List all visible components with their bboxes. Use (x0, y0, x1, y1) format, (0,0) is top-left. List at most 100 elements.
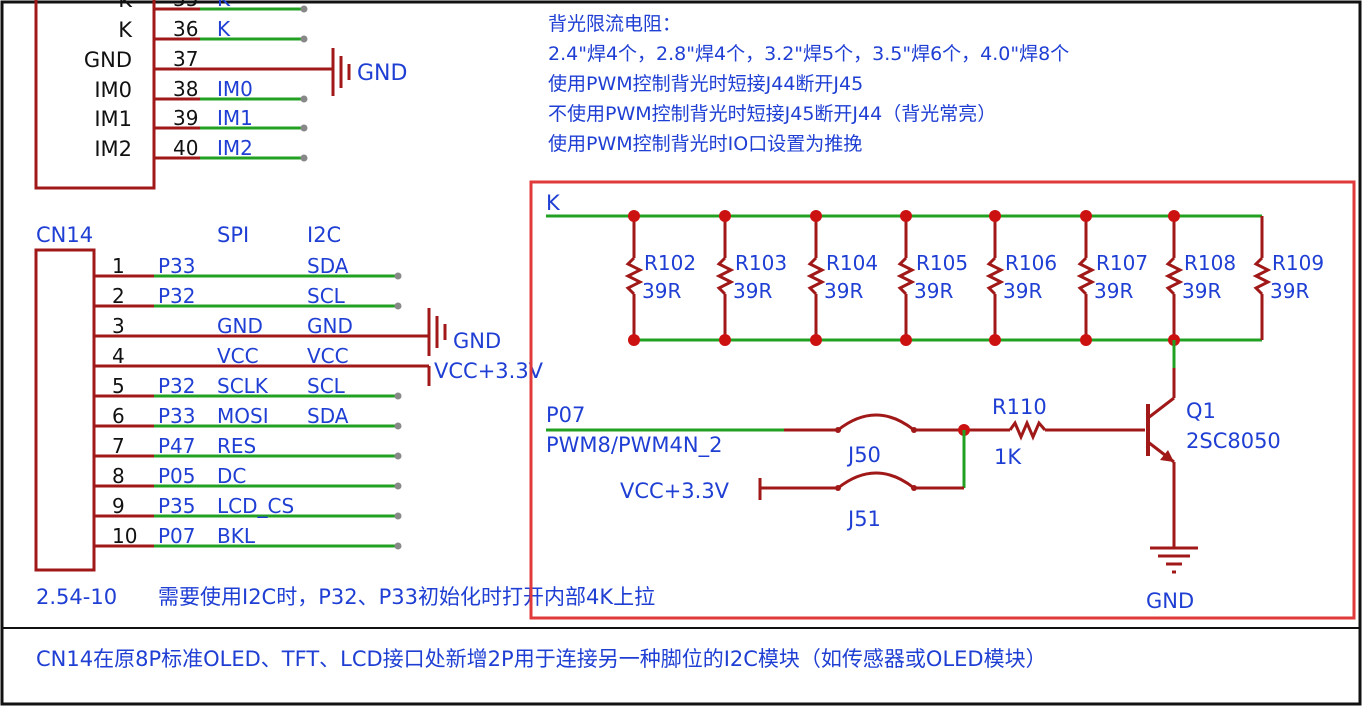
resistor-ref: R104 (826, 251, 878, 275)
cn14-part: 2.54-10 (36, 585, 117, 609)
cn14-pin-number: 3 (112, 314, 125, 338)
junction-dot (989, 334, 1001, 346)
cn14-pin-number: 10 (112, 524, 137, 548)
junction-dot (628, 334, 640, 346)
cn14-pin-spi: RES (217, 434, 256, 458)
top-pin-label: K (118, 18, 133, 42)
junction-dot (900, 210, 912, 222)
net-endpoint (394, 452, 402, 460)
net-endpoint (394, 422, 402, 430)
top-pin-number: 36 (173, 17, 198, 41)
cn14-pin-number: 9 (112, 494, 125, 518)
net-endpoint (394, 392, 402, 400)
cn14-pin-number: 2 (112, 284, 125, 308)
cn14-pin-spi: SCLK (217, 374, 269, 398)
net-endpoint (300, 154, 308, 162)
resistor-icon (1076, 256, 1096, 296)
highlight-box (529, 180, 1356, 620)
top-pin-label: IM1 (94, 107, 132, 131)
resistor-value: 39R (824, 279, 863, 303)
cn14-pin-port: P07 (158, 524, 196, 548)
cn14-col-i2c: I2C (307, 223, 341, 247)
resistor-ref: R103 (735, 251, 787, 275)
resistor-ref: R102 (644, 251, 696, 275)
resistor-icon (1164, 256, 1184, 296)
resistor-icon (985, 256, 1005, 296)
junction-dot (719, 334, 731, 346)
cn14-pin-number: 5 (112, 374, 125, 398)
top-pin-label: IM0 (94, 78, 132, 102)
cn14-col-spi: SPI (217, 223, 249, 247)
top-pin-number: 37 (173, 47, 198, 71)
resistor-r110-icon (1008, 419, 1047, 441)
resistor-value: 39R (733, 279, 772, 303)
net-endpoint (300, 5, 308, 13)
top-pin-net: IM1 (217, 106, 253, 130)
cn14-pin-spi: MOSI (217, 404, 269, 428)
resistor-value: 39R (1270, 279, 1309, 303)
net-endpoint (300, 95, 308, 103)
cn14-pin-i2c: VCC (307, 344, 349, 368)
jumper-j51-icon (835, 471, 917, 491)
resistor-value: 39R (1094, 279, 1133, 303)
cn14-pin-port: P35 (158, 494, 196, 518)
cn14-body (34, 248, 96, 572)
junction-dot (719, 210, 731, 222)
net-endpoint (394, 482, 402, 490)
cn14-pin-number: 1 (112, 254, 125, 278)
cn14-pull-note: 需要使用I2C时，P32、P33初始化时打开内部4K上拉 (158, 585, 655, 609)
resistor-value: 39R (1003, 279, 1042, 303)
resistor-ref: R105 (916, 251, 968, 275)
resistor-ref: R106 (1005, 251, 1057, 275)
resistor-ref: R108 (1184, 251, 1236, 275)
top-pin-number: 35 (173, 0, 198, 11)
resistor-ref: R109 (1272, 251, 1324, 275)
net-pwm-label: PWM8/PWM4N_2 (546, 433, 722, 458)
cn14-pin-spi: GND (217, 314, 263, 338)
notes-line: 不使用PWM控制背光时短接J45断开J44（背光常亮） (548, 103, 996, 125)
top-pin-net: K (217, 17, 231, 41)
resistor-icon (806, 256, 826, 296)
top-pin-label: IM2 (94, 137, 132, 161)
notes-line: 使用PWM控制背光时短接J44断开J45 (548, 73, 863, 95)
junction-dot (810, 334, 822, 346)
j51-label: J51 (846, 507, 881, 531)
cn14-pin-port: P47 (158, 434, 196, 458)
cn14-pin-spi: VCC (217, 344, 259, 368)
notes-block: 背光限流电阻： 2.4"焊4个，2.8"焊4个，3.2"焊5个，3.5"焊6个，… (548, 13, 1069, 155)
cn14-gnd-label: GND (453, 329, 501, 353)
cn14-pin-spi: DC (217, 464, 246, 488)
resistor-value: 39R (1182, 279, 1221, 303)
top-pin-number: 38 (173, 77, 198, 101)
cn14-pin-number: 8 (112, 464, 125, 488)
resistor-icon (1252, 256, 1272, 296)
cn14-pin-spi: BKL (217, 524, 256, 548)
top-pin-net: IM2 (217, 136, 253, 160)
ground-icon (331, 48, 351, 96)
junction-dot (810, 210, 822, 222)
junction-dot (989, 210, 1001, 222)
cn14-pin-port: P32 (158, 374, 196, 398)
resistor-value: 39R (642, 279, 681, 303)
transistor-q1-icon (1146, 390, 1176, 548)
ground-icon (427, 308, 447, 356)
top-pin-net: K (217, 0, 231, 11)
net-endpoint (300, 35, 308, 43)
resistor-icon (624, 256, 644, 296)
connector-top: KKGNDIM0IM1IM235K36K3738IM039IM140IM2 GN… (34, 0, 407, 190)
j50-label: J50 (846, 443, 881, 467)
footer-note: CN14在原8P标准OLED、TFT、LCD接口处新增2P用于连接另一种脚位的I… (36, 647, 1047, 671)
junction-dot (1080, 334, 1092, 346)
top-pin-label: K (118, 0, 133, 12)
net-endpoint (394, 302, 402, 310)
r110-ref: R110 (992, 395, 1047, 419)
cn14-pin-i2c: SDA (307, 254, 349, 278)
junction-dot (900, 334, 912, 346)
cn14-pin-i2c: GND (307, 314, 353, 338)
cn14-pin-number: 4 (112, 344, 125, 368)
notes-title: 背光限流电阻： (548, 13, 681, 35)
jumper-j50-icon (835, 413, 917, 433)
junction-dot (628, 210, 640, 222)
